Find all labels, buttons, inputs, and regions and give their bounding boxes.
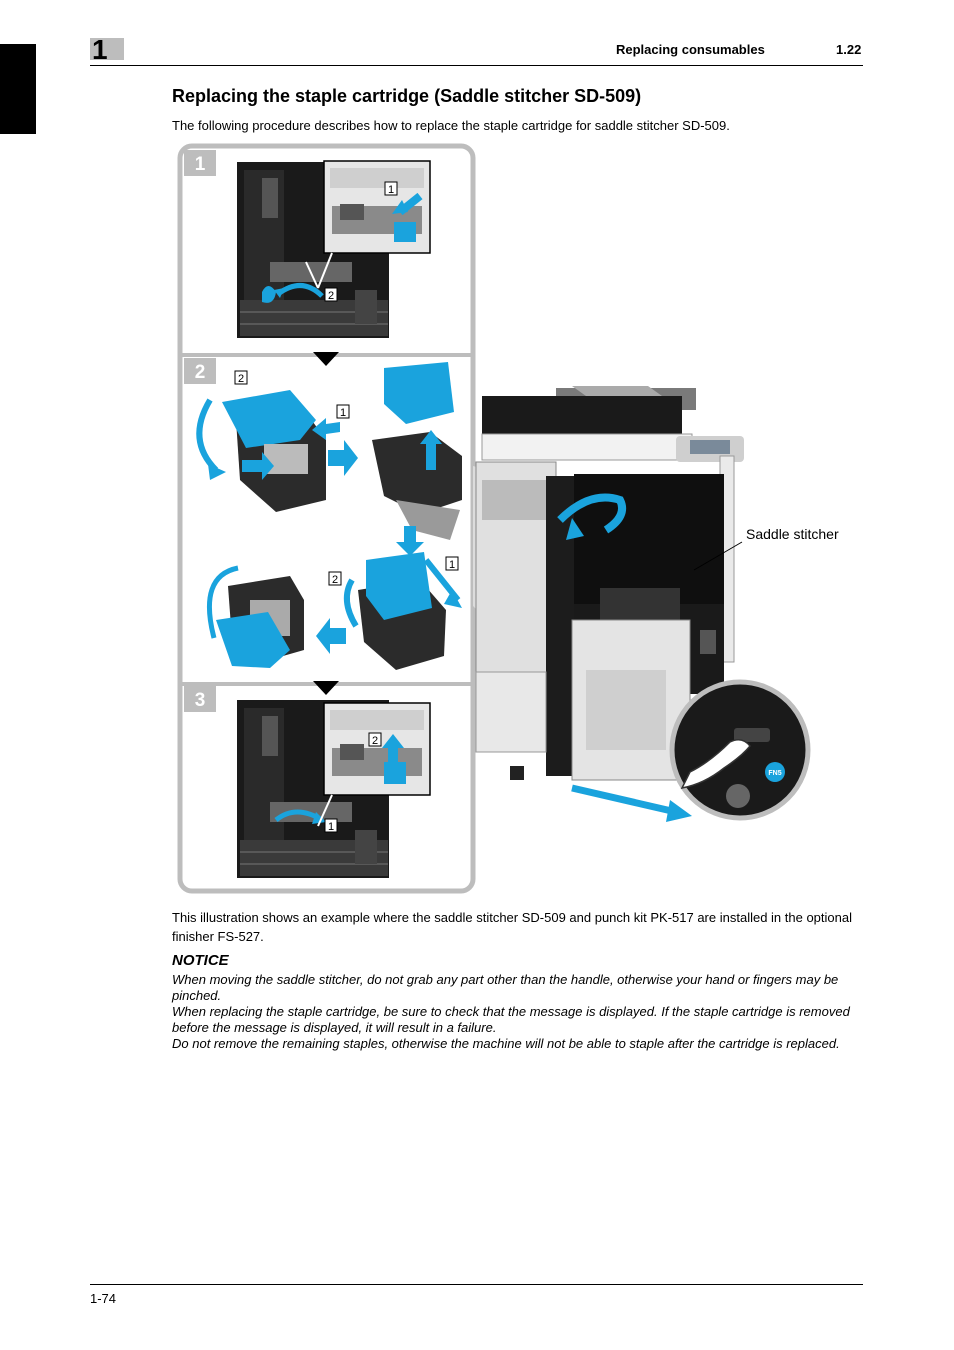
lift-arrow-icon bbox=[426, 440, 436, 470]
mfp-machine-illustration bbox=[475, 386, 744, 822]
rotate-arrow-icon bbox=[208, 464, 226, 480]
footer-rule bbox=[90, 1284, 863, 1285]
chapter-number: 1 bbox=[92, 34, 108, 65]
step-badge: 3 bbox=[184, 686, 216, 712]
callout-2: 2 bbox=[324, 287, 338, 302]
header-rule bbox=[90, 65, 863, 66]
notice-title: NOTICE bbox=[172, 952, 229, 969]
svg-text:2: 2 bbox=[238, 373, 244, 385]
svg-text:1: 1 bbox=[340, 407, 346, 419]
callout-1: 1 bbox=[336, 404, 350, 419]
page-title: Replacing the staple cartridge (Saddle s… bbox=[172, 86, 642, 106]
next-arrow-icon bbox=[316, 618, 346, 654]
next-arrow-icon bbox=[396, 526, 424, 556]
step-badge: 1 bbox=[184, 150, 216, 176]
chapter-number-box bbox=[90, 38, 124, 60]
intro-text: The following procedure describes how to… bbox=[172, 118, 730, 133]
step-number: 2 bbox=[195, 362, 206, 383]
callout-1: 1 bbox=[324, 818, 338, 833]
svg-text:2: 2 bbox=[328, 290, 334, 302]
step1-detail-inset bbox=[323, 160, 431, 254]
header-section-number: 1.22 bbox=[836, 42, 862, 57]
callout-1: 1 bbox=[445, 556, 459, 571]
rotate-arrow-icon bbox=[566, 518, 584, 540]
step-arrow-icon bbox=[313, 352, 339, 366]
saddle-stitcher-label: Saddle stitcher bbox=[746, 526, 839, 542]
fn-badge: FN5 bbox=[768, 770, 781, 777]
callout-2: 2 bbox=[328, 571, 342, 586]
handle-zoom-inset: FN5 bbox=[669, 541, 811, 821]
step-arrow-icon bbox=[313, 681, 339, 695]
callout-2: 2 bbox=[368, 732, 382, 747]
step-number: 1 bbox=[195, 154, 206, 175]
push-arrow-icon bbox=[242, 452, 274, 480]
hand-icon bbox=[680, 739, 751, 790]
rotate-arrow-icon bbox=[312, 812, 326, 824]
push-arrow-icon bbox=[312, 418, 340, 440]
step-badge: 2 bbox=[184, 358, 216, 384]
svg-text:2: 2 bbox=[372, 735, 378, 747]
step3-detail-inset bbox=[323, 702, 431, 796]
svg-text:1: 1 bbox=[388, 184, 394, 196]
notice-line: When moving the saddle stitcher, do not … bbox=[172, 972, 839, 1003]
procedure-figure: 1 2 3 1 2 bbox=[177, 143, 839, 894]
rotate-arrow-icon bbox=[274, 288, 284, 298]
chapter-side-tab bbox=[0, 44, 36, 134]
callout-1: 1 bbox=[384, 181, 398, 196]
svg-text:2: 2 bbox=[332, 574, 338, 586]
callout-2: 2 bbox=[234, 370, 248, 385]
lift-arrow-icon bbox=[388, 744, 398, 766]
step2-cartridge-illustration bbox=[196, 362, 462, 670]
svg-text:1: 1 bbox=[449, 559, 455, 571]
figure-caption: This illustration shows an example where… bbox=[172, 910, 852, 944]
notice-line: Do not remove the remaining staples, oth… bbox=[172, 1036, 840, 1051]
pull-arrow-icon bbox=[666, 800, 692, 822]
header-title: Replacing consumables bbox=[616, 42, 765, 57]
next-arrow-icon bbox=[328, 440, 358, 476]
direction-arrow-icon bbox=[392, 200, 408, 214]
page-number: 1-74 bbox=[90, 1291, 117, 1306]
notice-line: When replacing the staple cartridge, be … bbox=[172, 1004, 850, 1035]
notice-body: When moving the saddle stitcher, do not … bbox=[172, 972, 864, 1052]
svg-text:1: 1 bbox=[328, 821, 334, 833]
step-number: 3 bbox=[195, 690, 206, 711]
